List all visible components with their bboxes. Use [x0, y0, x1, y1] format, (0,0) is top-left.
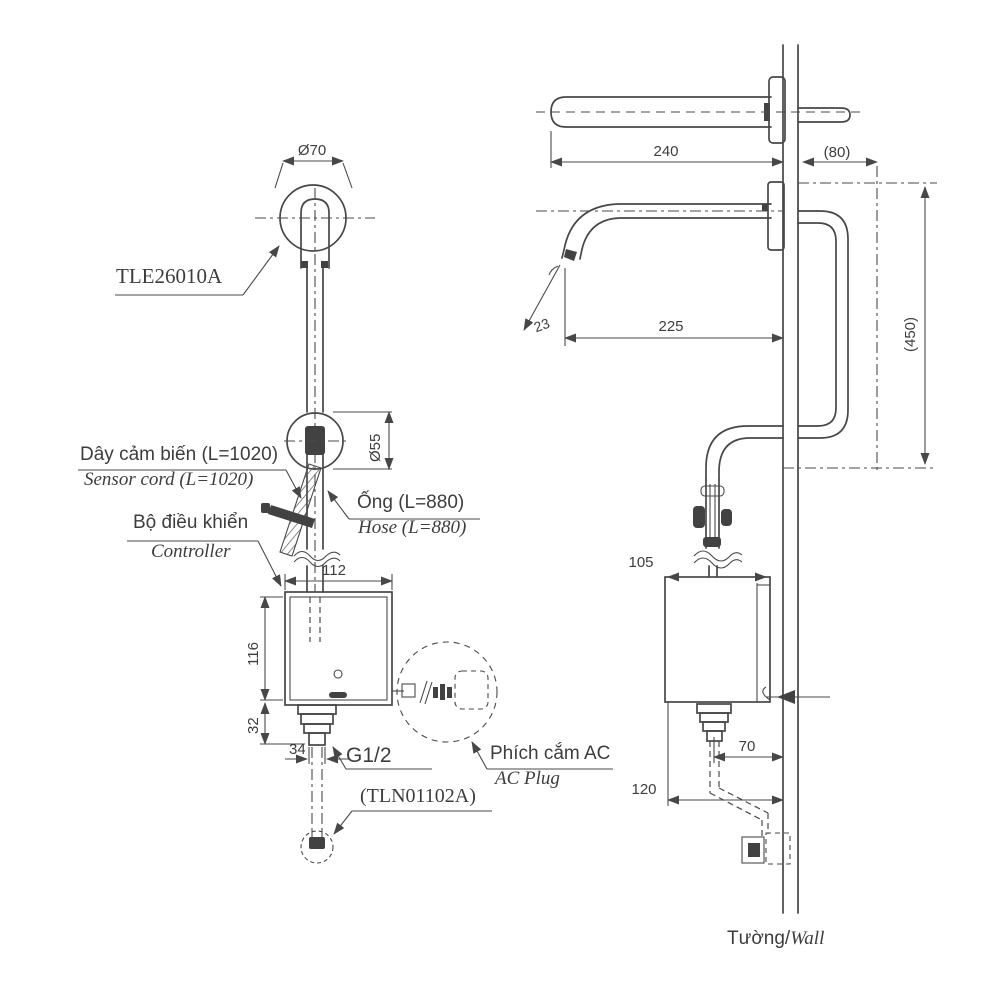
- controller-box-front: [284, 591, 393, 706]
- dim-spout-reach: 225: [658, 318, 684, 335]
- power-cord-graphic: [762, 686, 830, 704]
- sensor-cord-graphic: [261, 463, 322, 557]
- outlet-fitting-front: [297, 704, 337, 746]
- sensor-cord-label-en: Sensor cord (L=1020): [84, 469, 254, 490]
- dim-fitting-width: 34: [289, 741, 306, 758]
- dim-controller-to-wall: 120: [631, 781, 657, 798]
- hose-label-en: Hose (L=880): [358, 517, 467, 538]
- spout-raised-position: [536, 76, 866, 144]
- front-view-linework: [78, 156, 613, 864]
- stop-valve-side: [741, 832, 791, 865]
- stop-valve-front: [300, 828, 334, 864]
- part-code-label: TLE26010A: [116, 264, 223, 288]
- ac-plug-detail: [392, 641, 498, 743]
- ac-plug-leader: [471, 741, 613, 770]
- controller-label-en: Controller: [151, 541, 231, 562]
- controller-leader: [127, 540, 282, 587]
- side-view-linework: [523, 44, 937, 914]
- wall-label-en: Wall: [790, 928, 825, 949]
- hose-label-vi: Ống (L=880): [357, 492, 465, 513]
- outlet-fitting-side: [696, 703, 732, 742]
- dim-wall-offset: (80): [823, 144, 851, 161]
- dim-spout-diameter-lines: [274, 156, 353, 189]
- controller-label-vi: Bộ điều khiển: [133, 512, 249, 533]
- dim-spout-reach-lines: [564, 268, 784, 346]
- dim-outlet-to-wall-lines: [713, 737, 784, 763]
- thread-size-label: G1/2: [346, 744, 392, 767]
- dim-controller-height-lines: [260, 596, 283, 701]
- drain-piping-dashed: [709, 741, 769, 837]
- dim-shroud-diameter-lines: [333, 411, 394, 470]
- dim-controller-to-wall-lines: [667, 702, 784, 806]
- stop-valve-code-leader: [333, 810, 492, 835]
- dim-controller-height: 116: [245, 642, 262, 666]
- down-pipe-elbow: [705, 425, 784, 481]
- stop-valve-code-label: (TLN01102A): [360, 785, 476, 807]
- dim-spout-length-lines: [550, 131, 784, 168]
- dim-outlet-to-wall: 70: [738, 738, 756, 755]
- dim-controller-width-lines: [284, 574, 393, 590]
- ac-plug-label-en: AC Plug: [495, 768, 560, 789]
- dim-spout-diameter: Ø70: [297, 142, 327, 159]
- supply-loop-behind-wall: [797, 210, 849, 439]
- dim-spout-length: 240: [653, 143, 679, 160]
- dim-controller-width: 112: [322, 562, 346, 579]
- dim-controller-depth: 105: [628, 554, 654, 571]
- wall-label: Tường/Wall: [727, 929, 824, 949]
- dim-shroud-diameter: Ø55: [367, 433, 384, 462]
- dim-loop-height: (450): [902, 316, 919, 352]
- dim-fitting-height-lines: [260, 702, 305, 745]
- thread-leader: [332, 746, 432, 770]
- dim-wall-offset-lines: [802, 157, 878, 470]
- hose-leader: [327, 490, 480, 520]
- sensor-cord-label-vi: Dây cảm biến (L=1020): [80, 444, 279, 465]
- dim-fitting-width-lines: [285, 747, 349, 764]
- hose-coupling: [693, 479, 743, 578]
- controller-box-side: [664, 576, 771, 703]
- wall-label-vi: Tường/: [727, 928, 791, 949]
- dim-fitting-height: 32: [245, 717, 262, 734]
- sensor-cord-leader: [78, 469, 302, 499]
- part-code-leader: [115, 245, 280, 296]
- spout-installed-position: [523, 181, 785, 331]
- ac-plug-label-vi: Phích cắm AC: [490, 743, 611, 764]
